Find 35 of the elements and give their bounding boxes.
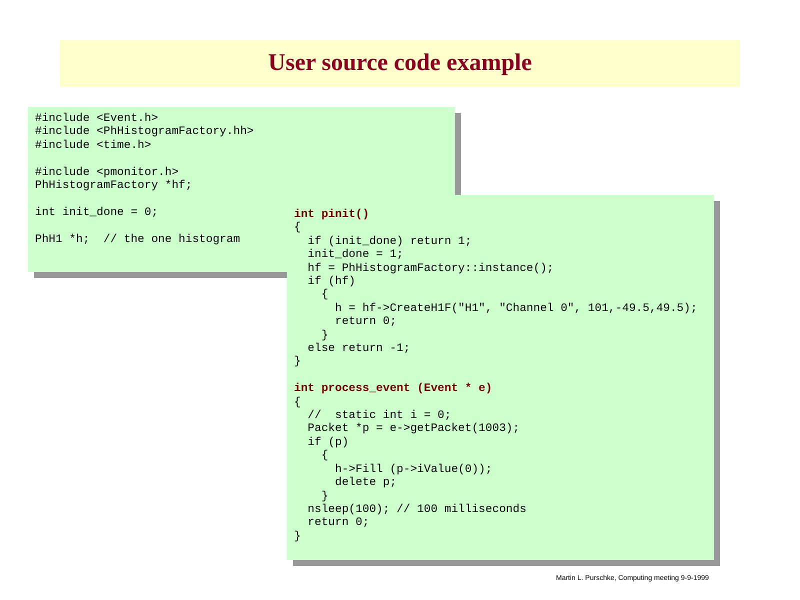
code-line: }	[294, 530, 301, 544]
code-line: Packet *p = e->getPacket(1003);	[306, 423, 520, 436]
code-line: {	[320, 450, 328, 464]
code-line: nsleep(100); // 100 milliseconds	[306, 504, 526, 517]
code-line: int process_event (Event * e)	[294, 383, 492, 396]
code-line: int init_done = 0;	[35, 206, 158, 220]
code-panel	[287, 195, 714, 560]
code-line: if (hf)	[306, 276, 356, 288]
code-line: else return -1;	[306, 343, 410, 356]
code-line: #include <pmonitor.h>	[35, 166, 179, 180]
slide-title: User source code example	[268, 50, 532, 77]
code-line: if (init_done) return 1;	[306, 236, 472, 248]
code-line: delete p;	[334, 477, 397, 491]
code-line: int pinit()	[294, 209, 370, 222]
code-panel	[28, 107, 287, 272]
code-line: h->Fill (p->iValue(0));	[334, 464, 492, 476]
code-line: #include <Event.h>	[35, 113, 158, 126]
code-line: PhHistogramFactory *hf;	[35, 180, 192, 194]
code-line: {	[320, 289, 328, 303]
code-line: #include <PhHistogramFactory.hh>	[35, 126, 254, 140]
code-line: init_done = 1;	[306, 249, 404, 262]
code-line: // static int i = 0;	[306, 410, 452, 422]
code-line: if (p)	[306, 436, 349, 450]
title-band	[60, 40, 740, 87]
code-line: PhH1 *h; // the one histogram	[35, 234, 240, 248]
code-line: }	[320, 490, 328, 504]
code-line: {	[294, 222, 301, 236]
code-line: hf = PhHistogramFactory::instance();	[306, 262, 554, 276]
code-line: return 0;	[306, 517, 370, 531]
code-line: h = hf->CreateH1F("H1", "Channel 0", 101,-49.5,49.5);	[334, 302, 698, 316]
code-line: }	[294, 356, 301, 370]
code-line: {	[294, 396, 301, 410]
code-line: #include <time.h>	[35, 140, 152, 154]
code-line: return 0;	[334, 316, 397, 330]
code-line: }	[320, 330, 328, 342]
